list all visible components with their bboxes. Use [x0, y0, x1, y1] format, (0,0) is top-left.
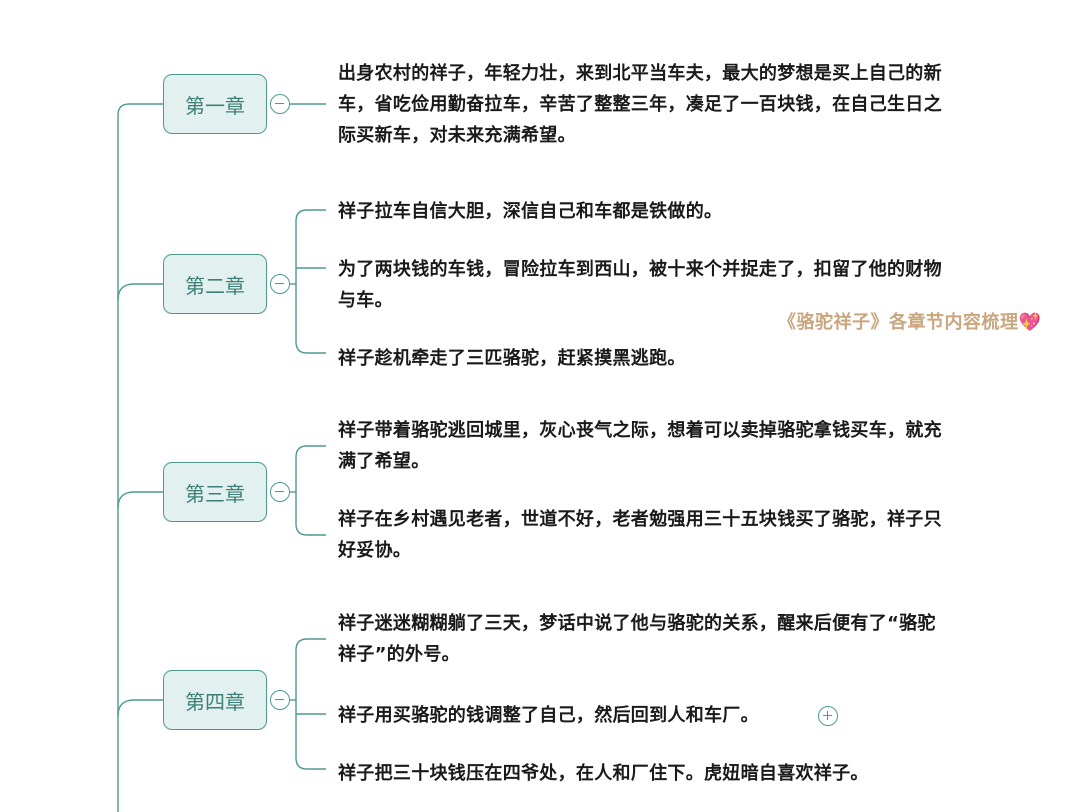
- topic-node[interactable]: 祥子趁机牵走了三匹骆驼，赶紧摸黑逃跑。: [338, 348, 686, 369]
- chapter-node-3[interactable]: 第三章: [163, 462, 267, 522]
- chapter-label: 第二章: [185, 273, 245, 298]
- chapter-node-1[interactable]: 第一章: [163, 74, 267, 134]
- topic-node[interactable]: 祥子把三十块钱压在四爷处，在人和厂住下。虎妞暗自喜欢祥子。: [338, 763, 869, 784]
- collapse-icon[interactable]: [270, 482, 290, 502]
- collapse-icon[interactable]: [270, 274, 290, 294]
- topic-node[interactable]: 祥子用买骆驼的钱调整了自己，然后回到人和车厂。: [338, 705, 759, 726]
- topic-node[interactable]: 祥子拉车自信大胆，深信自己和车都是铁做的。: [338, 201, 723, 222]
- topic-node[interactable]: 为了两块钱的车钱，冒险拉车到西山，被十来个并捉走了，扣留了他的财物与车。: [338, 259, 942, 311]
- chapter-node-4[interactable]: 第四章: [163, 670, 267, 730]
- chapter-node-2[interactable]: 第二章: [163, 254, 267, 314]
- chapter-label: 第三章: [185, 481, 245, 506]
- collapse-icon[interactable]: [270, 94, 290, 114]
- watermark-text: 《骆驼祥子》各章节内容梳理💖: [778, 312, 1042, 333]
- expand-icon[interactable]: [818, 706, 838, 726]
- topic-node[interactable]: 祥子带着骆驼逃回城里，灰心丧气之际，想着可以卖掉骆驼拿钱买车，就充满了希望。: [338, 420, 942, 472]
- topic-node[interactable]: 祥子迷迷糊糊躺了三天，梦话中说了他与骆驼的关系，醒来后便有了“骆驼祥子”的外号。: [338, 613, 936, 665]
- chapter-label: 第一章: [185, 93, 245, 118]
- collapse-icon[interactable]: [270, 690, 290, 710]
- topic-node[interactable]: 出身农村的祥子，年轻力壮，来到北平当车夫，最大的梦想是买上自己的新车，省吃俭用勤…: [338, 63, 942, 146]
- topic-node[interactable]: 祥子在乡村遇见老者，世道不好，老者勉强用三十五块钱买了骆驼，祥子只好妥协。: [338, 509, 942, 561]
- chapter-label: 第四章: [185, 689, 245, 714]
